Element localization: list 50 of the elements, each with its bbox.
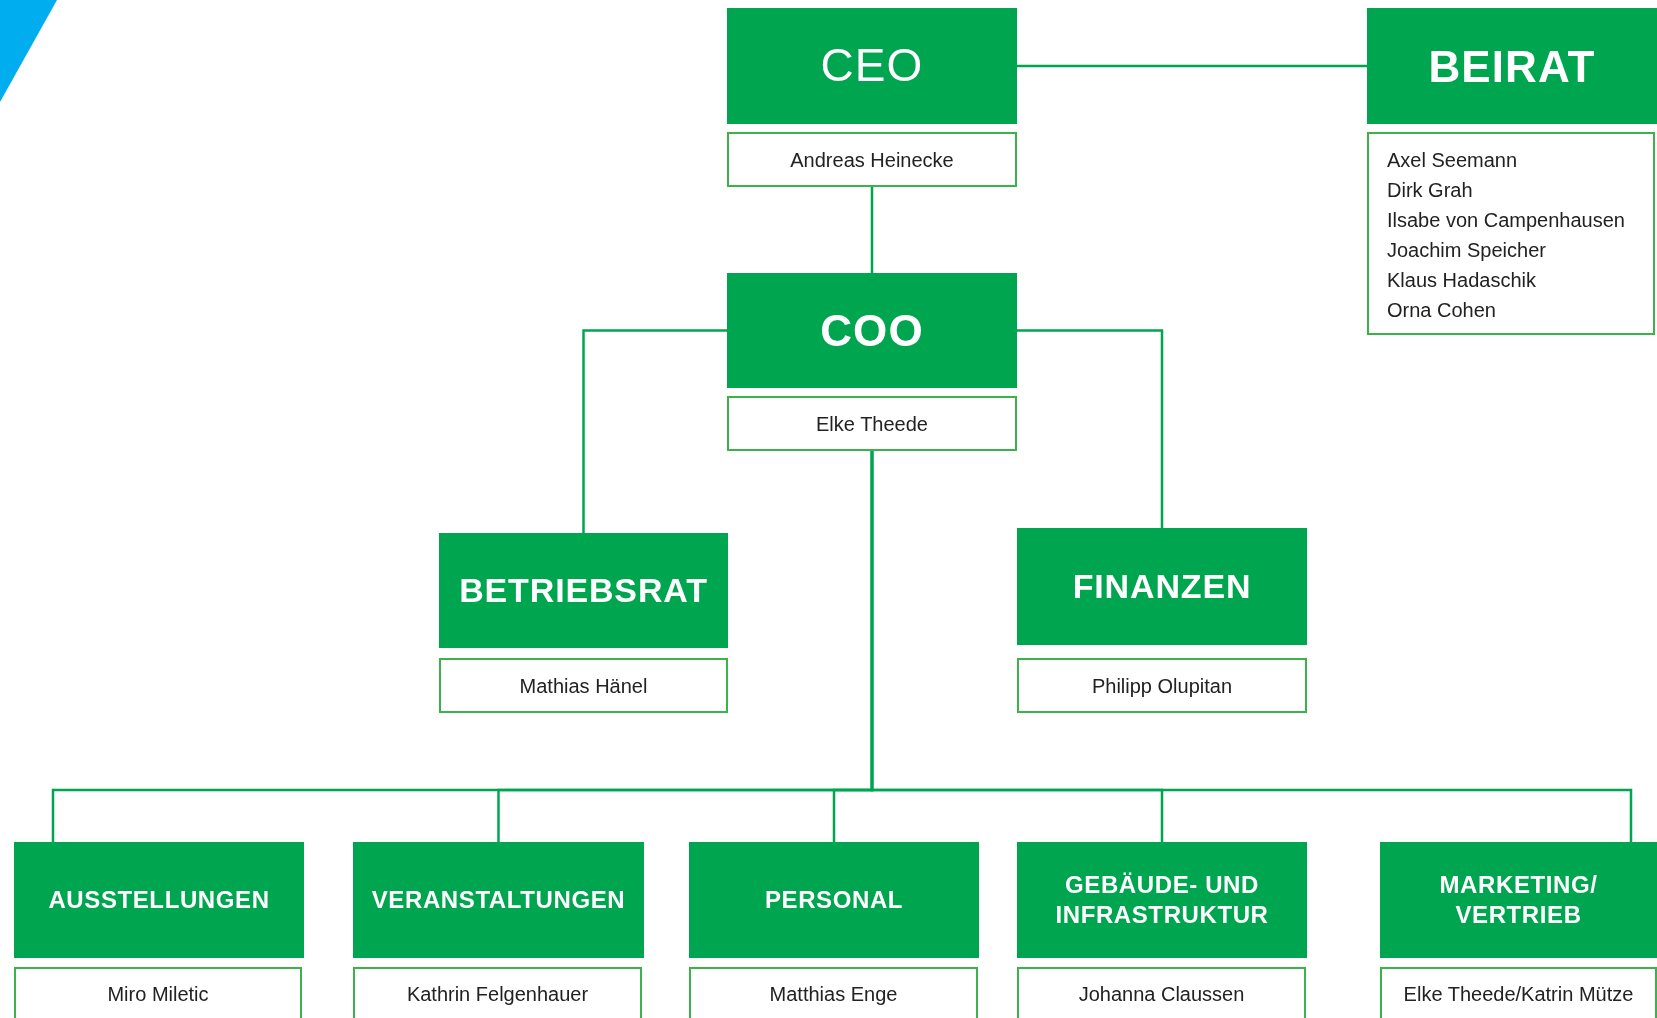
unit-header-box [727,273,1017,388]
person-name: Mathias Hänel [519,673,648,699]
unit-header-box [1380,842,1657,958]
unit-header-box [353,842,644,958]
person-name: Andreas Heinecke [790,147,954,173]
person-name: Axel Seemann [1387,148,1518,173]
unit-header-box [439,533,728,648]
unit-title: COO [819,305,925,357]
unit-title: MARKETING/ VERTRIEB [1438,870,1599,930]
name-box [14,967,302,1018]
person-name: Ilsabe von Campenhausen [1387,208,1625,233]
person-name: Miro Miletic [107,982,209,1007]
name-box [689,967,978,1018]
name-box [1017,967,1306,1018]
person-name: Dirk Grah [1387,178,1473,203]
person-name: Joachim Speicher [1387,238,1546,263]
unit-title: FINANZEN [1071,566,1253,608]
unit-header-box [1017,528,1307,645]
unit-header-box [1017,842,1307,958]
unit-header-box [1367,8,1657,124]
unit-title: CEO [819,38,925,94]
person-name: Kathrin Felgenhauer [406,982,589,1007]
connector-line [1017,64,1367,68]
person-name: Klaus Hadaschik [1387,268,1536,293]
unit-header-box [14,842,304,958]
unit-title: PERSONAL [763,885,905,915]
person-name: Elke Theede [816,411,928,437]
unit-title: BETRIEBSRAT [458,570,709,612]
unit-header-box [727,8,1017,124]
name-box [727,396,1017,451]
person-name: Orna Cohen [1387,298,1496,323]
connector-line [870,451,1633,842]
person-name: Elke Theede/Katrin Mütze [1403,982,1634,1007]
unit-title: GEBÄUDE- UND INFRASTRUKTUR [1054,870,1270,930]
unit-title: VERANSTALTUNGEN [370,885,627,915]
name-box [1017,658,1307,713]
unit-title: AUSSTELLUNGEN [47,885,271,915]
name-box [439,658,728,713]
person-name: Philipp Olupitan [1091,673,1233,699]
unit-title: BEIRAT [1427,40,1597,93]
connector-line [1017,329,1164,528]
name-box [1380,967,1657,1018]
person-name: Matthias Enge [769,982,898,1007]
unit-header-box [689,842,979,958]
connector-line [870,187,874,273]
member-list-box [1367,132,1655,335]
name-box [727,132,1017,187]
connector-line [582,329,727,533]
person-name: Johanna Claussen [1078,982,1245,1007]
name-box [353,967,642,1018]
